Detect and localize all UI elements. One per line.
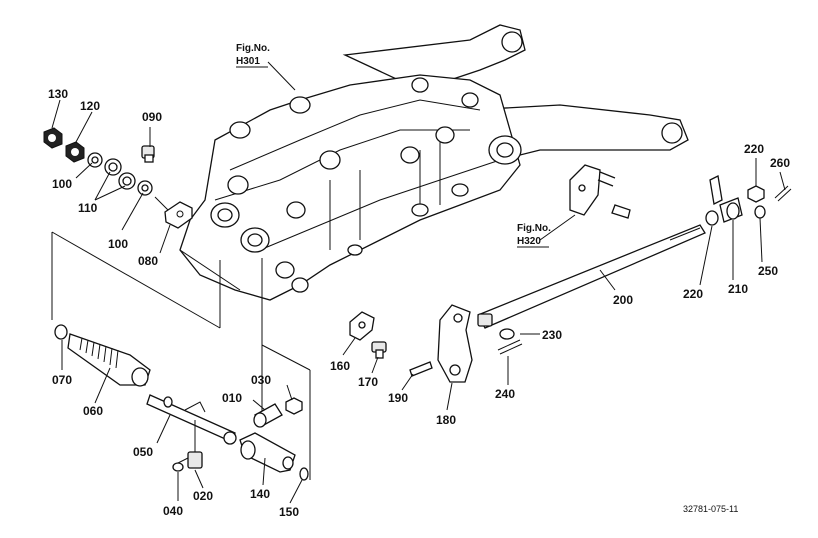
label-200: 200: [613, 293, 633, 307]
hardware-stack: [43, 127, 193, 229]
label-060: 060: [83, 404, 103, 418]
label-040: 040: [163, 504, 183, 518]
label-100: 100: [108, 237, 128, 251]
label-030: 030: [251, 373, 271, 387]
label-020: 020: [193, 489, 213, 503]
label-140: 140: [250, 487, 270, 501]
label-070: 070: [52, 373, 72, 387]
label-010: 010: [222, 391, 242, 405]
label-220: 220: [744, 142, 764, 156]
drawing-code: 32781-075-11: [683, 504, 738, 514]
label-220: 220: [683, 287, 703, 301]
label-260: 260: [770, 156, 790, 170]
label-110: 110: [78, 201, 98, 215]
part-labels: 130 120 090 100 110 100 080 070 060 050 …: [48, 87, 790, 519]
label-210: 210: [728, 282, 748, 296]
label-050: 050: [133, 445, 153, 459]
label-180: 180: [436, 413, 456, 427]
label-130: 130: [48, 87, 68, 101]
label-160: 160: [330, 359, 350, 373]
lever-linkage: [349, 164, 792, 383]
figure-reference-h301: Fig.No. H301: [236, 43, 270, 68]
label-230: 230: [542, 328, 562, 342]
label-080: 080: [138, 254, 158, 268]
fig-ref-title: Fig.No.: [236, 43, 270, 54]
lift-housing: [179, 24, 689, 301]
label-190: 190: [388, 391, 408, 405]
label-150: 150: [279, 505, 299, 519]
label-240: 240: [495, 387, 515, 401]
fig-ref-code: H320: [517, 236, 541, 247]
label-120: 120: [80, 99, 100, 113]
fig-ref-title: Fig.No.: [517, 223, 551, 234]
label-100: 100: [52, 177, 72, 191]
leader-lines: [51, 61, 786, 504]
fig-ref-code: H301: [236, 56, 260, 67]
figure-reference-h320: Fig.No. H320: [517, 223, 551, 248]
label-170: 170: [358, 375, 378, 389]
control-shaft-assembly: [51, 231, 311, 481]
label-250: 250: [758, 264, 778, 278]
label-090: 090: [142, 110, 162, 124]
